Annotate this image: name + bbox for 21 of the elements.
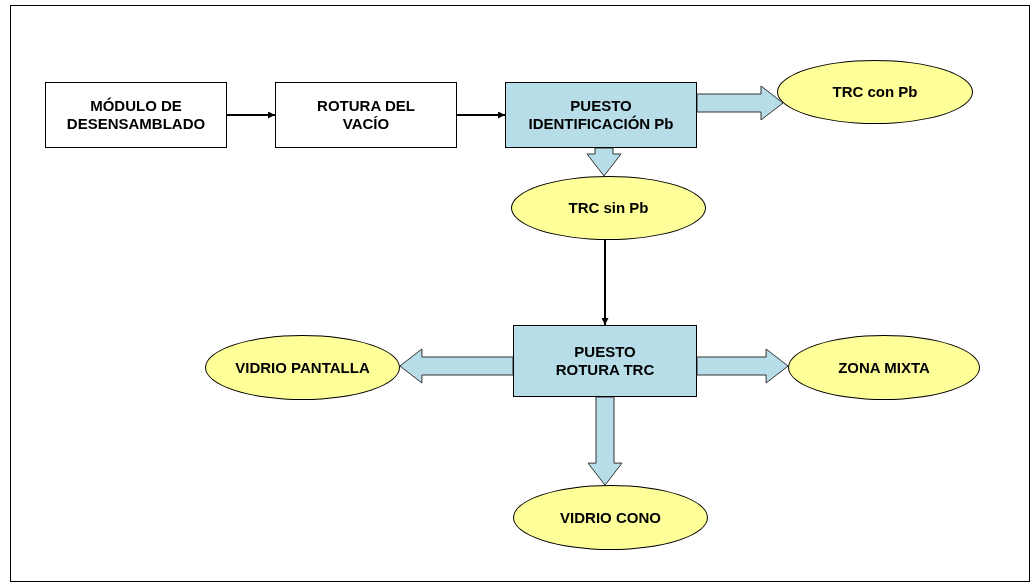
arrow <box>456 111 506 119</box>
block-arrow <box>587 396 623 486</box>
block-arrow <box>399 348 514 384</box>
node-label: TRC sin Pb <box>568 199 649 217</box>
block-arrow <box>696 348 789 384</box>
block-arrow <box>586 147 622 177</box>
node-label: MÓDULO DE DESENSAMBLADO <box>65 97 207 133</box>
node-label: PUESTO ROTURA TRC <box>554 343 656 379</box>
process-box <box>513 325 697 397</box>
node-label: ZONA MIXTA <box>838 358 930 377</box>
node-label: PUESTO IDENTIFICACIÓN Pb <box>527 97 675 133</box>
process-box <box>45 82 227 148</box>
block-arrow <box>696 85 784 121</box>
arrow <box>226 111 276 119</box>
process-box <box>505 82 697 148</box>
node-label: ROTURA DEL VACÍO <box>316 97 416 133</box>
node-label: VIDRIO PANTALLA <box>235 358 370 377</box>
node-label: VIDRIO CONO <box>560 508 661 527</box>
arrow <box>601 239 609 326</box>
node-label: TRC con Pb <box>832 83 918 101</box>
process-box <box>275 82 457 148</box>
